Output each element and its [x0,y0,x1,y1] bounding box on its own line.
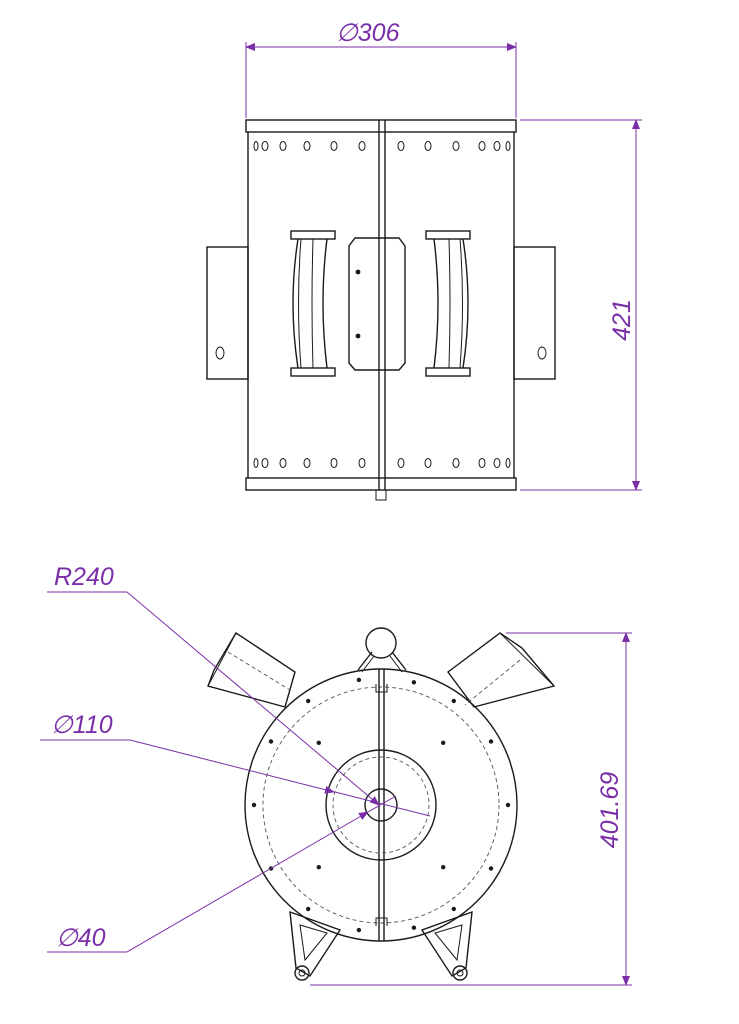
left-pipe [207,632,296,708]
vent-hole [261,458,269,468]
mount-hole [316,865,321,870]
right-foot [420,910,473,981]
vent-hole [330,458,338,468]
outer-shell [244,668,518,942]
vent-hole [397,458,405,468]
width-label: ∅306 [336,19,400,47]
bottom-rim [245,477,517,491]
seam-tab [375,489,387,501]
vent-hole [303,141,311,151]
dimension-width: ∅306 [245,19,517,118]
bottom-view: R240 ∅110 ∅40 401.69 [40,563,632,986]
vent-hole [279,141,287,151]
vent-hole [397,141,405,151]
bolt-hole [488,739,494,744]
vent-hole [505,141,511,151]
right-pipe [447,632,556,708]
left-foot [289,910,342,981]
vent-holes-top [253,141,511,151]
hole-diameter-callout: ∅40 [47,795,397,953]
inner-diameter-label: ∅110 [51,711,113,739]
bolt-hole [268,739,274,744]
seam-notch-top [375,684,388,693]
vent-hole [253,141,259,151]
mount-hole [441,740,446,745]
bolt-hole [306,698,311,704]
vent-hole [253,458,259,468]
vent-hole [424,458,432,468]
inner-ring-hidden [332,756,430,854]
vent-hole [424,141,432,151]
left-handle [290,230,336,377]
vent-hole [493,141,501,151]
bolt-hole [488,866,494,871]
dimension-height: 421 [520,119,642,491]
vent-hole [493,458,501,468]
bolt-hole [451,906,456,912]
bolt-hole [411,925,417,930]
vent-hole [303,458,311,468]
top-rim [245,119,517,133]
mount-hole [441,865,446,870]
vent-hole [358,458,366,468]
vent-hole [279,458,287,468]
vent-hole [505,458,511,468]
vent-hole [452,458,460,468]
bolt-hole [356,927,362,933]
vent-hole [452,141,460,151]
bolt-hole [251,802,257,808]
seam-notch-bottom [375,917,388,926]
right-handle [425,230,471,377]
bolt-hole [306,906,311,912]
radius-label: R240 [54,563,114,591]
left-flange [206,246,249,380]
vent-hole [358,141,366,151]
vent-holes-bottom [253,458,511,468]
inner-diameter-callout: ∅110 [40,711,431,817]
right-flange [513,246,556,380]
latch-plate [348,237,406,371]
top-knob [357,627,407,673]
dimension-bottom-height: 401.69 [310,632,632,986]
mount-hole [316,740,321,745]
height-label: 421 [608,299,636,341]
inner-ring [325,749,437,861]
hole-diameter-label: ∅40 [56,924,106,952]
radius-callout: R240 [47,563,380,806]
bolt-hole [411,680,417,685]
top-view: ∅306 421 [206,19,642,501]
vent-hole [478,458,486,468]
bolt-hole [505,802,511,808]
bolt-hole [356,677,362,683]
center-hole [364,788,398,822]
bolt-circle [262,686,500,924]
vent-hole [478,141,486,151]
vent-hole [330,141,338,151]
vent-hole [261,141,269,151]
bottom-height-label: 401.69 [596,772,624,849]
bolt-hole [451,698,456,704]
